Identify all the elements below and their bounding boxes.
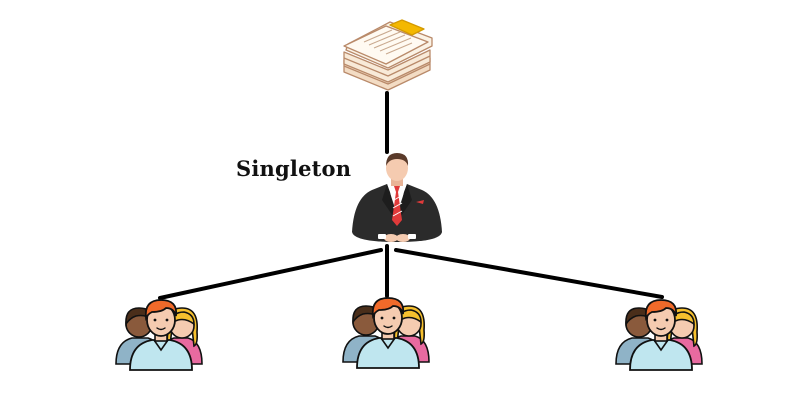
edge-singleton-group-left — [158, 248, 383, 300]
connectors — [158, 91, 664, 300]
singleton-label: Singleton — [236, 156, 352, 181]
documents-icon — [343, 19, 433, 91]
user-group-icon-right — [615, 299, 703, 371]
user-group-icon-center — [342, 297, 430, 369]
businessman-icon — [352, 153, 442, 242]
user-group-icon-left — [115, 299, 203, 371]
edge-singleton-group-right — [394, 248, 664, 299]
